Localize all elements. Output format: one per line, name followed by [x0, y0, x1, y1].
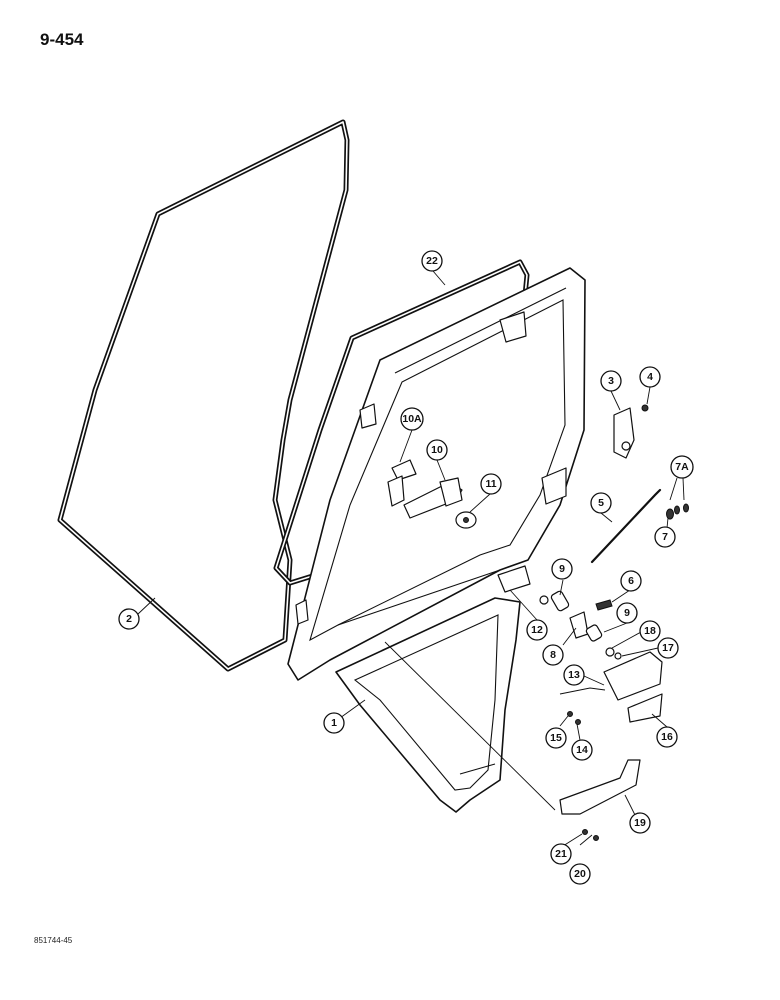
- escutcheon: [455, 511, 477, 529]
- svg-text:1: 1: [331, 717, 337, 729]
- callout-11: 11: [480, 473, 502, 495]
- callout-17: 17: [657, 637, 679, 659]
- callout-5: 5: [590, 492, 612, 514]
- lock-key: [387, 459, 417, 507]
- outer-latch: [559, 651, 663, 725]
- callout-20: 20: [569, 863, 591, 885]
- callout-2: 2: [118, 608, 140, 630]
- latch-bracket: [613, 404, 649, 459]
- svg-text:16: 16: [661, 731, 673, 743]
- callout-7: 7: [654, 526, 676, 548]
- svg-text:17: 17: [662, 642, 674, 654]
- leader-lines: [137, 270, 685, 847]
- svg-text:2: 2: [126, 613, 132, 625]
- svg-text:7: 7: [662, 531, 668, 543]
- svg-text:14: 14: [576, 744, 588, 756]
- callout-13: 13: [563, 664, 585, 686]
- svg-text:18: 18: [644, 625, 656, 637]
- callout-21: 21: [550, 843, 572, 865]
- callout-4: 4: [639, 366, 661, 388]
- rod-fasteners: [666, 503, 689, 520]
- callout-12: 12: [526, 619, 548, 641]
- figure-id: 851744-45: [34, 936, 73, 945]
- svg-text:10A: 10A: [402, 413, 422, 425]
- svg-text:9: 9: [624, 607, 630, 619]
- outer-door-seal: [57, 119, 350, 672]
- callout-7a: 7A: [670, 455, 694, 479]
- callout-22: 22: [421, 250, 443, 272]
- svg-text:12: 12: [531, 624, 543, 636]
- svg-text:9: 9: [559, 563, 565, 575]
- svg-text:13: 13: [568, 669, 580, 681]
- page-number: 9-454: [40, 30, 84, 49]
- callout-1: 1: [323, 712, 345, 734]
- callout-14: 14: [571, 739, 593, 761]
- svg-text:5: 5: [598, 497, 604, 509]
- svg-text:7A: 7A: [675, 461, 689, 473]
- svg-text:6: 6: [628, 575, 634, 587]
- inside-handle: [403, 477, 463, 519]
- callout-10a: 10A: [400, 407, 424, 431]
- grab-handle: [559, 759, 641, 841]
- latch-rod: [590, 488, 662, 564]
- svg-text:21: 21: [555, 848, 567, 860]
- callout-15: 15: [545, 727, 567, 749]
- svg-text:10: 10: [431, 444, 443, 456]
- svg-text:11: 11: [485, 478, 496, 490]
- latch-assembly: [497, 565, 622, 660]
- callout-16: 16: [656, 726, 678, 748]
- svg-text:22: 22: [426, 255, 438, 267]
- svg-text:19: 19: [634, 817, 646, 829]
- callout-9a: 9: [551, 558, 573, 580]
- callout-10: 10: [426, 439, 448, 461]
- callout-9b: 9: [616, 602, 638, 624]
- callout-19: 19: [629, 812, 651, 834]
- callout-6: 6: [620, 570, 642, 592]
- svg-text:15: 15: [550, 732, 562, 744]
- callout-8: 8: [542, 644, 564, 666]
- svg-text:4: 4: [647, 371, 653, 383]
- callout-18: 18: [639, 620, 661, 642]
- svg-text:20: 20: [574, 868, 586, 880]
- svg-text:8: 8: [550, 649, 556, 661]
- svg-text:3: 3: [608, 375, 614, 387]
- callout-3: 3: [600, 370, 622, 392]
- door-frame: [287, 267, 586, 813]
